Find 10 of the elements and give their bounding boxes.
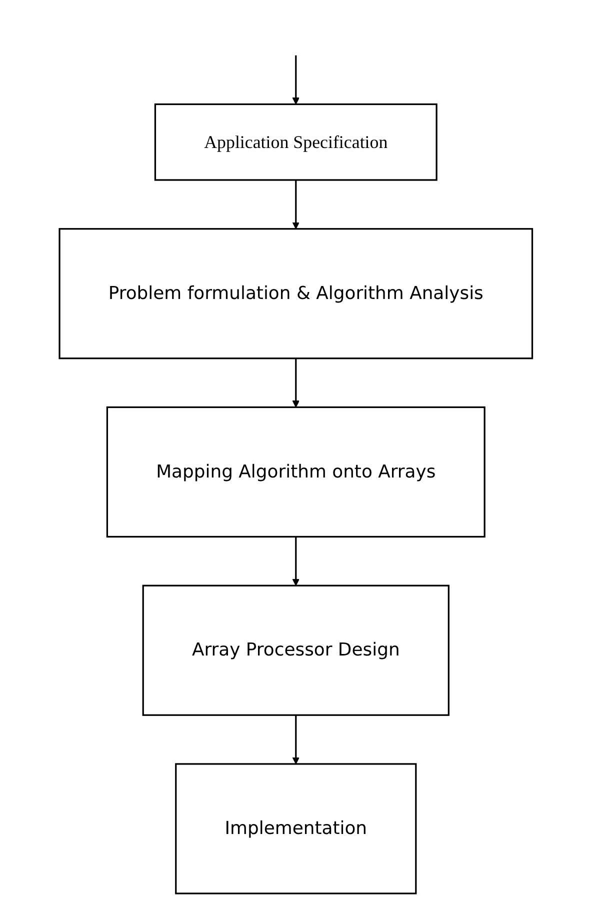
node-box: Implementation — [175, 763, 417, 894]
arrow — [292, 55, 300, 105]
node-box: Problem formulation & Algorithm Analysis — [58, 228, 534, 360]
node-box: Array Processor Design — [142, 584, 450, 716]
arrow — [292, 536, 300, 586]
arrow — [292, 180, 300, 230]
node-box: Mapping Algorithm onto Arrays — [106, 406, 486, 538]
arrow — [292, 358, 300, 408]
arrow — [292, 715, 300, 764]
node-box: Application Specification — [154, 103, 438, 181]
